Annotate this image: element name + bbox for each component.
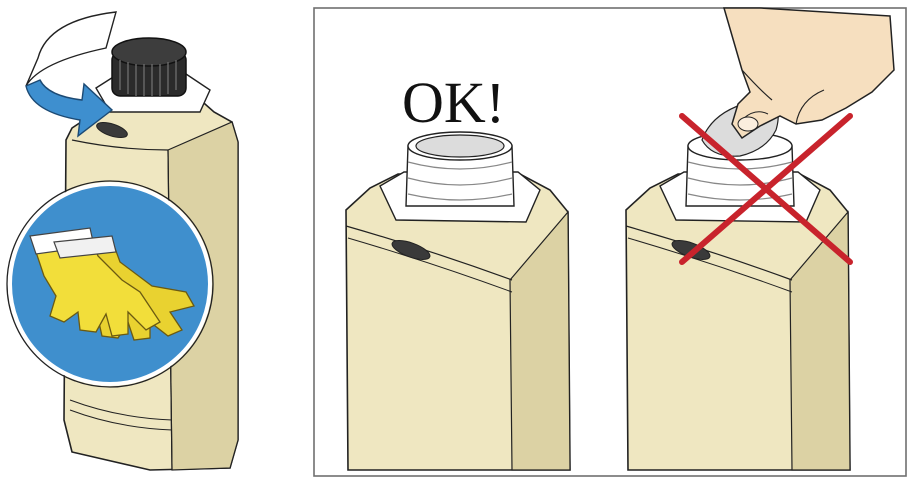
ok-bottle-neck [406,132,514,206]
ok-label: OK! [402,70,505,135]
bottle-cap [112,38,186,96]
ok-bottle [346,172,570,470]
intact-seal [416,135,504,157]
left-bottle-scene [7,12,238,470]
protective-gloves-icon [7,181,213,387]
rotate-cap-arrow-icon [26,12,116,136]
